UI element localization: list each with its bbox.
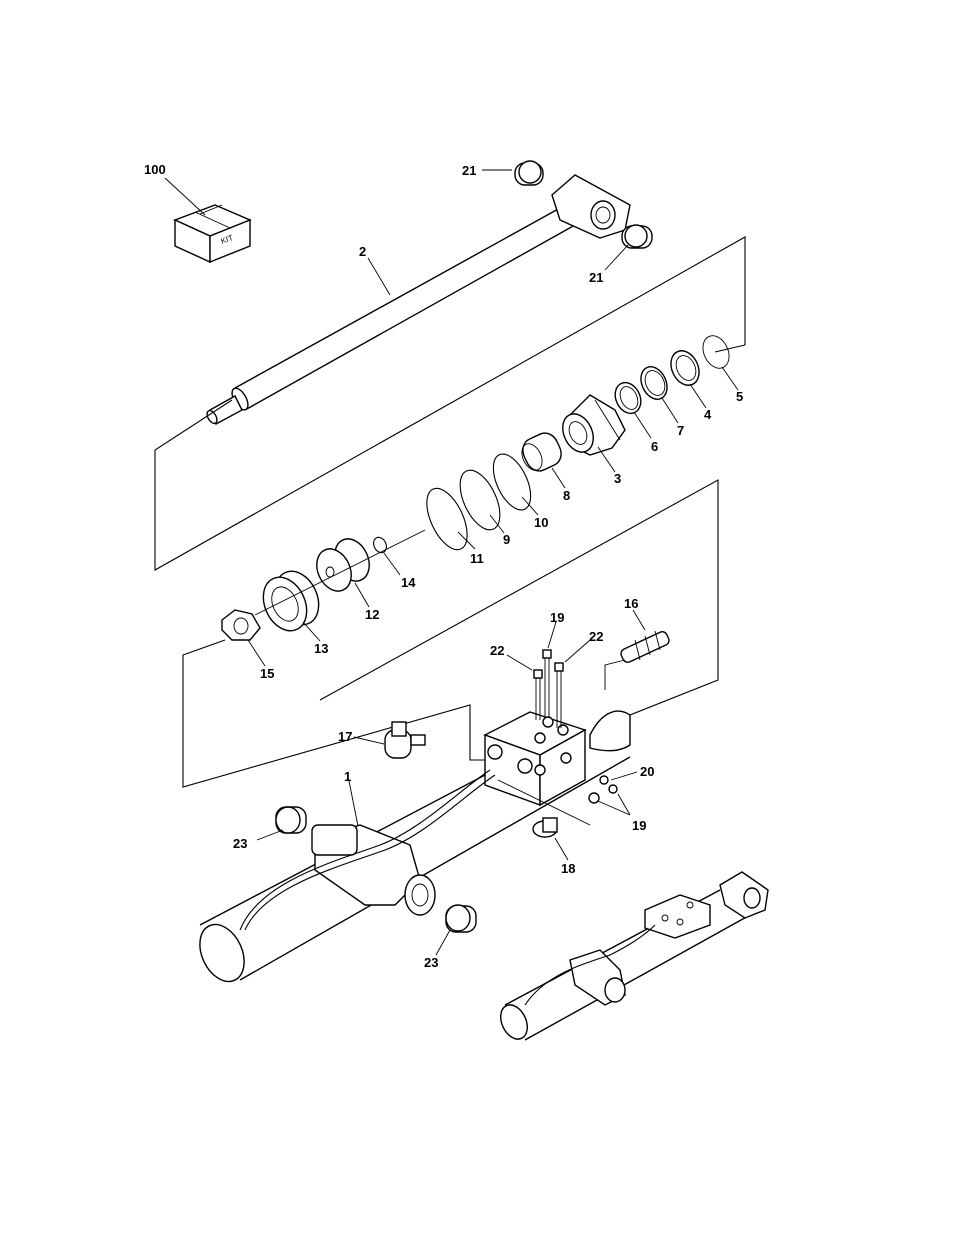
- callout-10: 10: [534, 515, 548, 530]
- callout-15: 15: [260, 666, 274, 681]
- cap-screw-19-top: [542, 649, 552, 718]
- bushing-21-top: [514, 160, 544, 186]
- callout-100: 100: [144, 162, 166, 177]
- seal-5: [702, 335, 730, 369]
- piston-seal-13: [262, 570, 320, 632]
- callout-6: 6: [651, 439, 658, 454]
- plug-leader: [497, 779, 591, 826]
- axis-line: [254, 529, 426, 616]
- cap-screw-22-left: [533, 669, 543, 720]
- assembly-line-upper: [154, 236, 746, 571]
- bushing-23-left: [275, 806, 307, 834]
- callout-22-left: 22: [490, 643, 504, 658]
- callout-16: 16: [624, 596, 638, 611]
- o-ring-14: [373, 536, 387, 554]
- callout-14: 14: [401, 575, 416, 590]
- callout-9: 9: [503, 532, 510, 547]
- callout-1: 1: [344, 769, 351, 784]
- callout-21-bottom: 21: [589, 270, 603, 285]
- piston-12: [316, 538, 370, 592]
- callout-23-left: 23: [233, 836, 247, 851]
- kit-label: KIT: [220, 233, 235, 246]
- valve-16-leader: [604, 659, 626, 690]
- callout-22-right: 22: [589, 629, 603, 644]
- bushing-21-bottom: [621, 224, 653, 249]
- piston-rod: [206, 174, 631, 425]
- assembly-line-lower: [182, 639, 490, 788]
- o-ring-11: [426, 487, 468, 551]
- relief-plug-18: [532, 817, 558, 838]
- callout-8: 8: [563, 488, 570, 503]
- callout-11: 11: [470, 551, 484, 566]
- hydraulic-tube-upper: [589, 710, 631, 752]
- callout-labels: 100 21 21 2 5 4 7 6 3 8 10 9 11 14 12 13…: [144, 162, 743, 970]
- o-ring-10: [492, 453, 532, 511]
- cartridge-valve-16: [620, 630, 670, 663]
- cap-screw-22-right: [554, 662, 564, 728]
- callout-23-right: 23: [424, 955, 438, 970]
- bushing-23-right: [445, 904, 477, 933]
- callout-5: 5: [736, 389, 743, 404]
- plug-19-a: [588, 792, 600, 804]
- cylinder-head-3: [562, 394, 626, 456]
- wear-ring-8: [521, 432, 562, 472]
- assembly-line-right: [319, 479, 719, 716]
- callout-19-top: 19: [550, 610, 564, 625]
- callout-12: 12: [365, 607, 379, 622]
- callout-4: 4: [704, 407, 712, 422]
- cylinder-barrel-1: [199, 756, 631, 983]
- lock-nut-15: [221, 609, 261, 641]
- seal-4: [670, 350, 700, 386]
- callout-21-top: 21: [462, 163, 476, 178]
- o-ring-9: [459, 469, 501, 531]
- assembled-cylinder-view: [500, 871, 769, 1041]
- solenoid-17: [384, 721, 426, 759]
- callout-18: 18: [561, 861, 575, 876]
- callout-13: 13: [314, 641, 328, 656]
- callout-19-bottom: 19: [632, 818, 646, 833]
- valve-block: [483, 711, 587, 807]
- callout-7: 7: [677, 423, 684, 438]
- callout-20: 20: [640, 764, 654, 779]
- callout-3: 3: [614, 471, 621, 486]
- seal-7: [640, 366, 668, 400]
- plug-19-b: [608, 784, 618, 794]
- callout-17: 17: [338, 729, 352, 744]
- callout-2: 2: [359, 244, 366, 259]
- plug-20: [599, 775, 609, 785]
- kit-box: KIT: [173, 204, 252, 264]
- leader-lines: [164, 169, 739, 956]
